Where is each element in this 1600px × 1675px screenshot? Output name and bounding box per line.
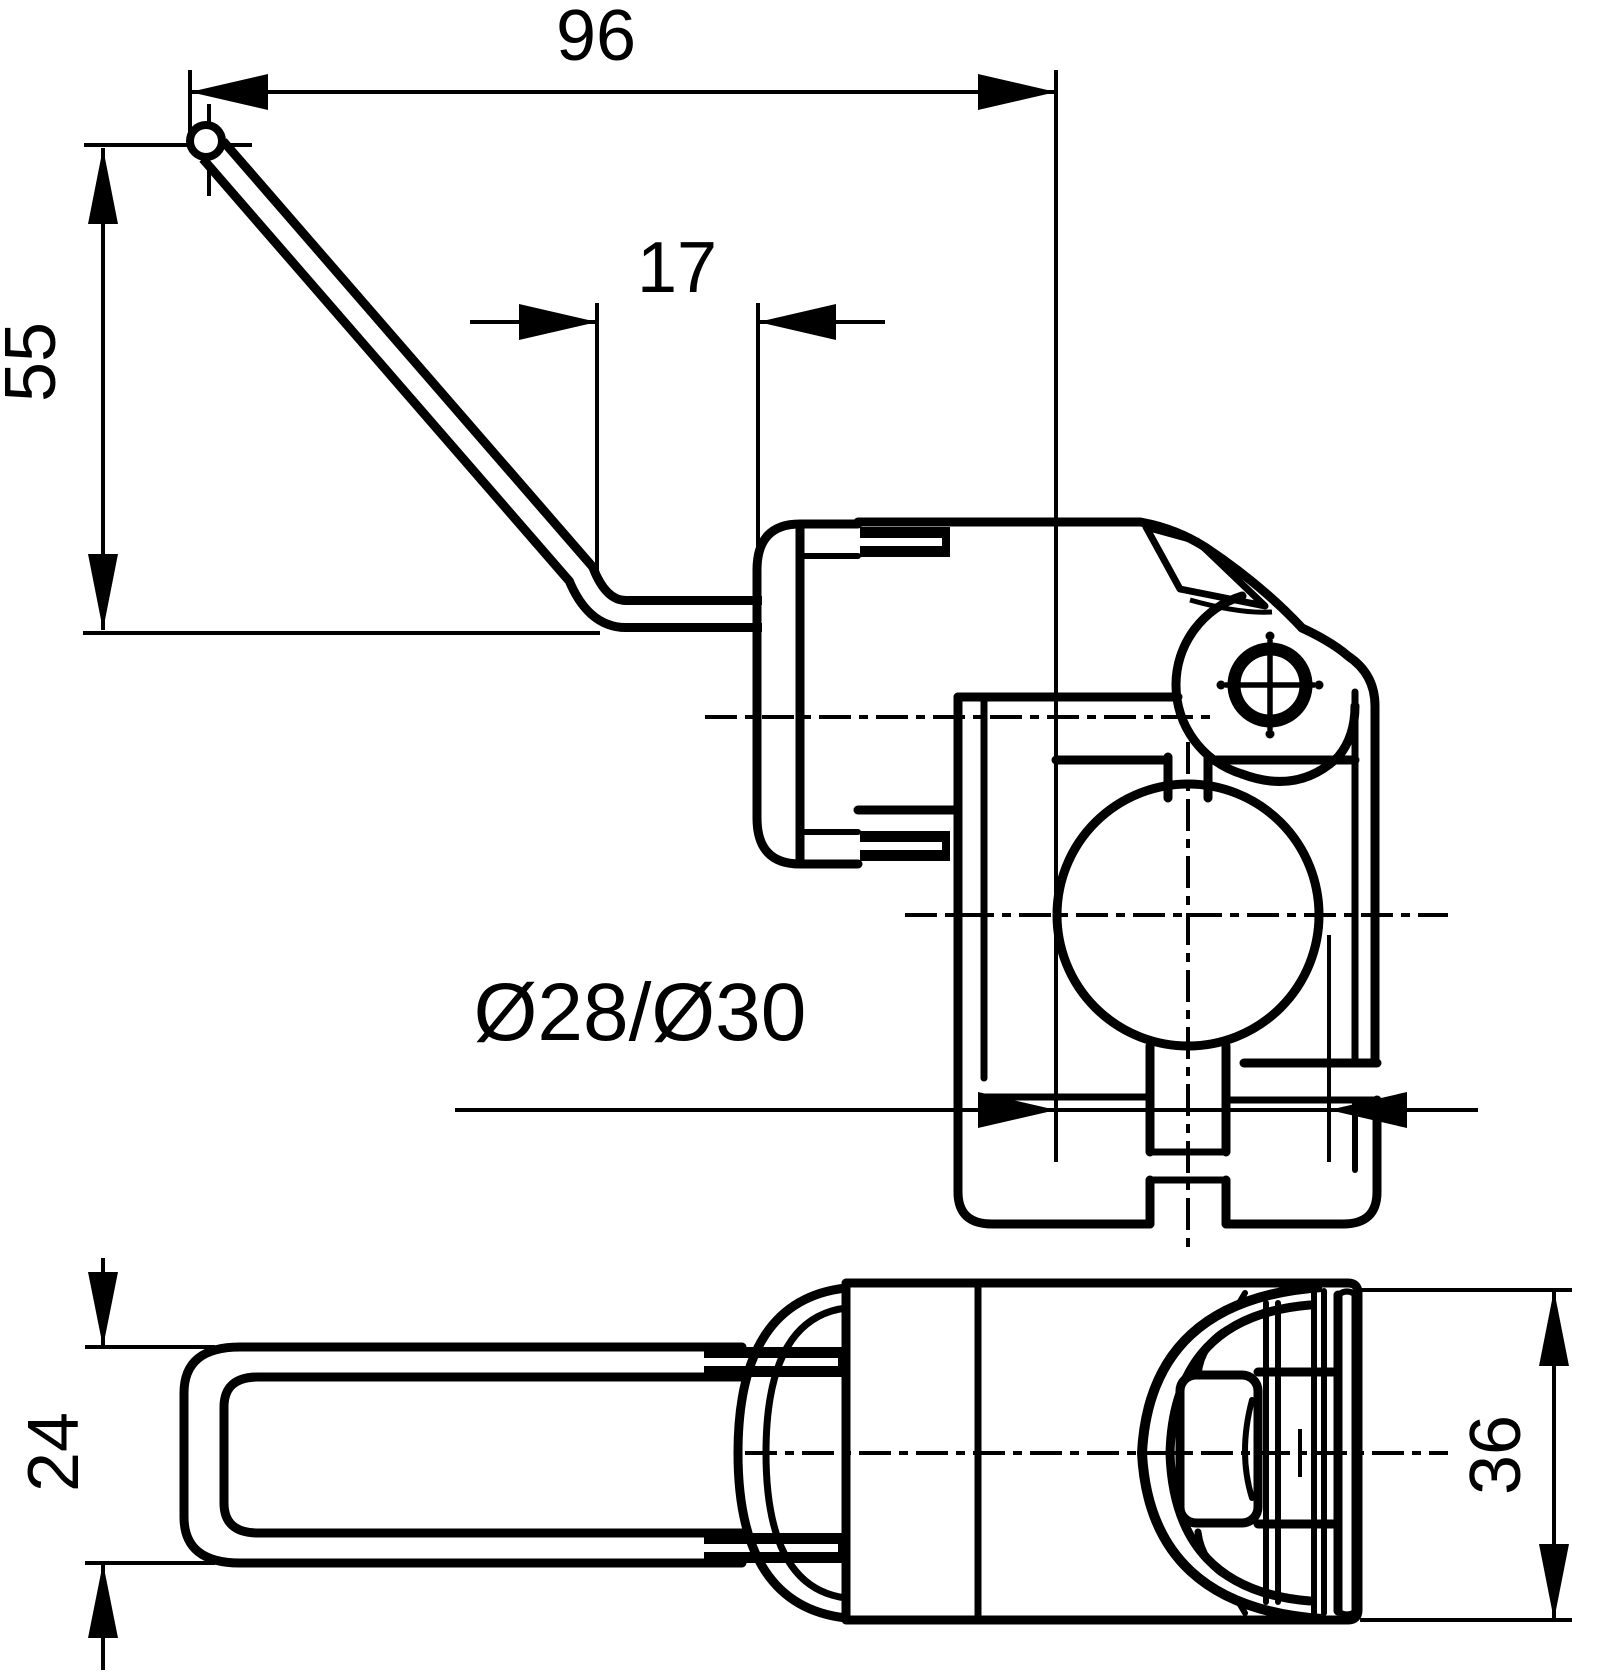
- cap-plan-outer-arc: [733, 1283, 851, 1623]
- lever-arm: [186, 121, 762, 632]
- nut-side-arcs: [1194, 1324, 1234, 1582]
- arrowhead-bottom: [88, 554, 118, 630]
- dimension-96: 96: [188, 0, 1058, 1162]
- center-mark-dot: [1216, 680, 1226, 690]
- lever-bar-core: [206, 144, 762, 623]
- lever-ball-end: [186, 121, 226, 161]
- cap-step-lines: [797, 553, 861, 835]
- dimension-55: 55: [0, 143, 600, 635]
- arrowhead-right: [978, 74, 1056, 110]
- latch-body: [853, 517, 1380, 1083]
- dimension-24: 24: [14, 1258, 215, 1670]
- handle-inner-outline: [219, 1372, 747, 1538]
- lever-bar-outline: [199, 138, 762, 632]
- arrowhead-bottom: [1539, 1544, 1569, 1620]
- center-mark-dot: [1265, 631, 1275, 641]
- saddle-outer-arc: [1136, 1282, 1323, 1624]
- handle-outer-outline: [179, 1342, 747, 1568]
- bracket-end-arcs: [1335, 1288, 1359, 1618]
- right-foot-outline: [1221, 1095, 1382, 1229]
- arrowhead-right: [1329, 1092, 1407, 1128]
- pivot-screw: [1216, 631, 1324, 739]
- saddle-hatch-ticks: [1233, 1290, 1248, 1616]
- screw-cross-slot: [1225, 640, 1315, 730]
- nut-inner-arc: [1242, 1397, 1255, 1501]
- centerlines-front: [705, 715, 1448, 1252]
- dimension-24-label: 24: [14, 1412, 94, 1492]
- clamp-feet: [953, 1041, 1382, 1229]
- hump-notch-window: [1142, 523, 1269, 610]
- body-plan: [745, 1278, 1448, 1625]
- handle: [179, 1342, 846, 1568]
- dimension-36: 36: [1360, 1288, 1572, 1622]
- arrowhead-left: [978, 1092, 1056, 1128]
- dimension-17-label: 17: [637, 228, 717, 308]
- dimension-bore-label: Ø28/Ø30: [474, 967, 807, 1058]
- center-mark-dot: [1265, 729, 1275, 739]
- notch-under-line: [1189, 597, 1273, 615]
- arrowhead-left: [190, 74, 268, 110]
- cap-outline: [752, 519, 863, 869]
- front-view: 96 55 17: [0, 0, 1478, 1252]
- center-mark-dot: [1314, 680, 1324, 690]
- arrowhead-top: [1539, 1290, 1569, 1366]
- dimension-36-label: 36: [1456, 1415, 1536, 1495]
- plan-view: 24 36: [14, 1258, 1572, 1670]
- arrowhead-left: [519, 304, 597, 340]
- dimension-17: 17: [470, 228, 885, 610]
- arrowhead-top: [88, 148, 118, 224]
- band-horizontals: [1253, 1367, 1341, 1529]
- dimension-55-label: 55: [0, 322, 71, 402]
- arrowhead-top: [88, 1272, 118, 1347]
- arrowhead-bottom: [88, 1563, 118, 1638]
- tube-clamp-bore: [1051, 752, 1360, 1051]
- left-foot-outline: [953, 1073, 1155, 1229]
- dimension-96-label: 96: [556, 0, 636, 76]
- plug-cap: [752, 519, 950, 869]
- clamp-nut: [1175, 1370, 1263, 1528]
- arrowhead-right: [758, 304, 836, 340]
- dimension-bore: Ø28/Ø30: [455, 935, 1478, 1162]
- slot-walls-lower: [1145, 1175, 1231, 1229]
